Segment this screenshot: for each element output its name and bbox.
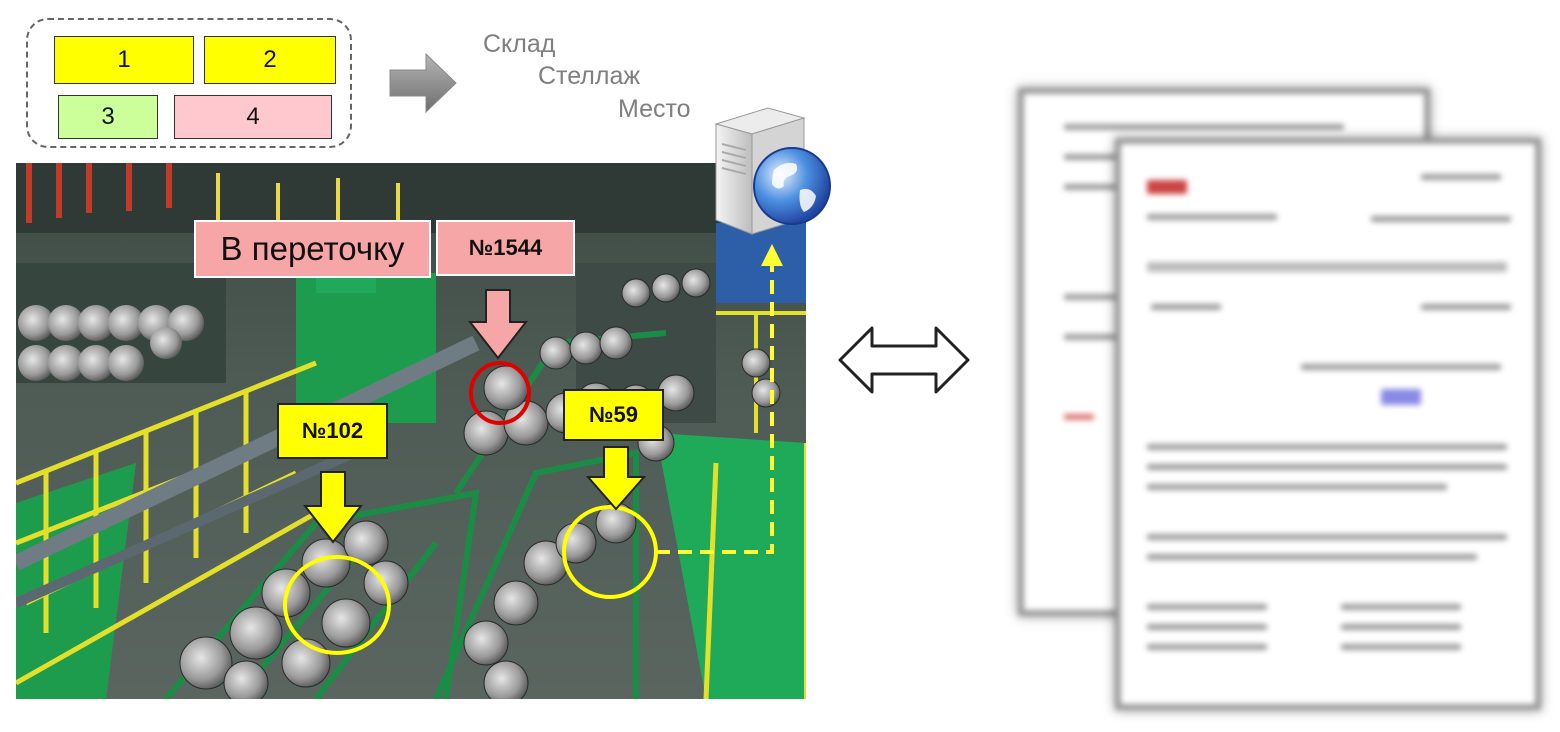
roll-102-label: №102: [277, 403, 388, 459]
grey-right-arrow-icon: [389, 52, 457, 114]
server-icon: [714, 107, 831, 235]
roll-59-label: №59: [563, 389, 664, 441]
zone-cell-1: 1: [54, 36, 194, 84]
connection-dashed-line: [656, 244, 783, 554]
zone-cell-4: 4: [174, 95, 332, 139]
location-warehouse: Склад: [483, 30, 556, 58]
zone-legend: 1 2 3 4: [26, 18, 352, 148]
rework-label: В переточку: [194, 220, 431, 278]
red-circle-1544: [469, 361, 531, 425]
location-place: Место: [618, 95, 691, 123]
zone-cell-3: 3: [58, 95, 158, 139]
yellow-circle-102: [283, 555, 391, 655]
yellow-down-arrow-icon-102: [303, 471, 363, 544]
yellow-down-arrow-icon-59: [586, 446, 646, 511]
roll-1544-label: №1544: [436, 220, 575, 276]
location-rack: Стеллаж: [538, 62, 641, 90]
document-front: [1115, 138, 1541, 710]
zone-cell-2: 2: [204, 36, 336, 84]
globe-icon: [753, 147, 831, 225]
double-arrow-icon: [838, 326, 970, 394]
yellow-circle-59: [562, 505, 658, 599]
highlight-circles: [283, 361, 658, 655]
pink-down-arrow-icon: [468, 289, 528, 360]
